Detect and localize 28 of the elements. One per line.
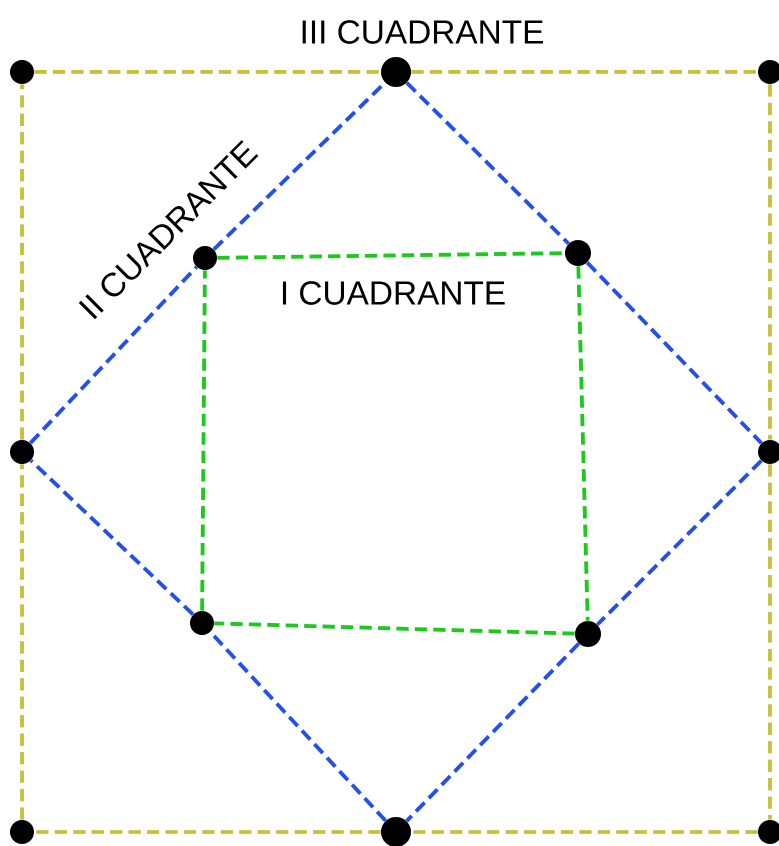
- dashed-line: [30, 459, 194, 616]
- dot: [565, 240, 591, 266]
- quadrant-label: III CUADRANTE: [302, 20, 543, 44]
- dot: [10, 820, 34, 844]
- dashed-line: [411, 830, 758, 834]
- dashed-line: [586, 261, 763, 444]
- dashed-line: [217, 251, 565, 260]
- dashed-line: [29, 266, 198, 444]
- dashed-line: [768, 84, 772, 440]
- dashed-line: [768, 464, 772, 820]
- dashed-line: [20, 464, 24, 820]
- dashed-line: [200, 270, 207, 611]
- dashed-line: [20, 84, 24, 440]
- dot: [193, 246, 217, 270]
- dashed-line: [405, 642, 580, 822]
- dot: [575, 621, 601, 647]
- dashed-line: [406, 81, 570, 245]
- dashed-line: [576, 266, 590, 621]
- quadrant-label: I CUADRANTE: [282, 281, 505, 305]
- dot: [381, 57, 411, 87]
- dashed-line: [411, 70, 758, 74]
- dot: [10, 440, 34, 464]
- dot: [10, 60, 34, 84]
- dot: [190, 611, 214, 635]
- dashed-line: [34, 70, 381, 74]
- dashed-line: [596, 459, 763, 626]
- dashed-line: [34, 830, 381, 834]
- dashed-line: [214, 621, 575, 636]
